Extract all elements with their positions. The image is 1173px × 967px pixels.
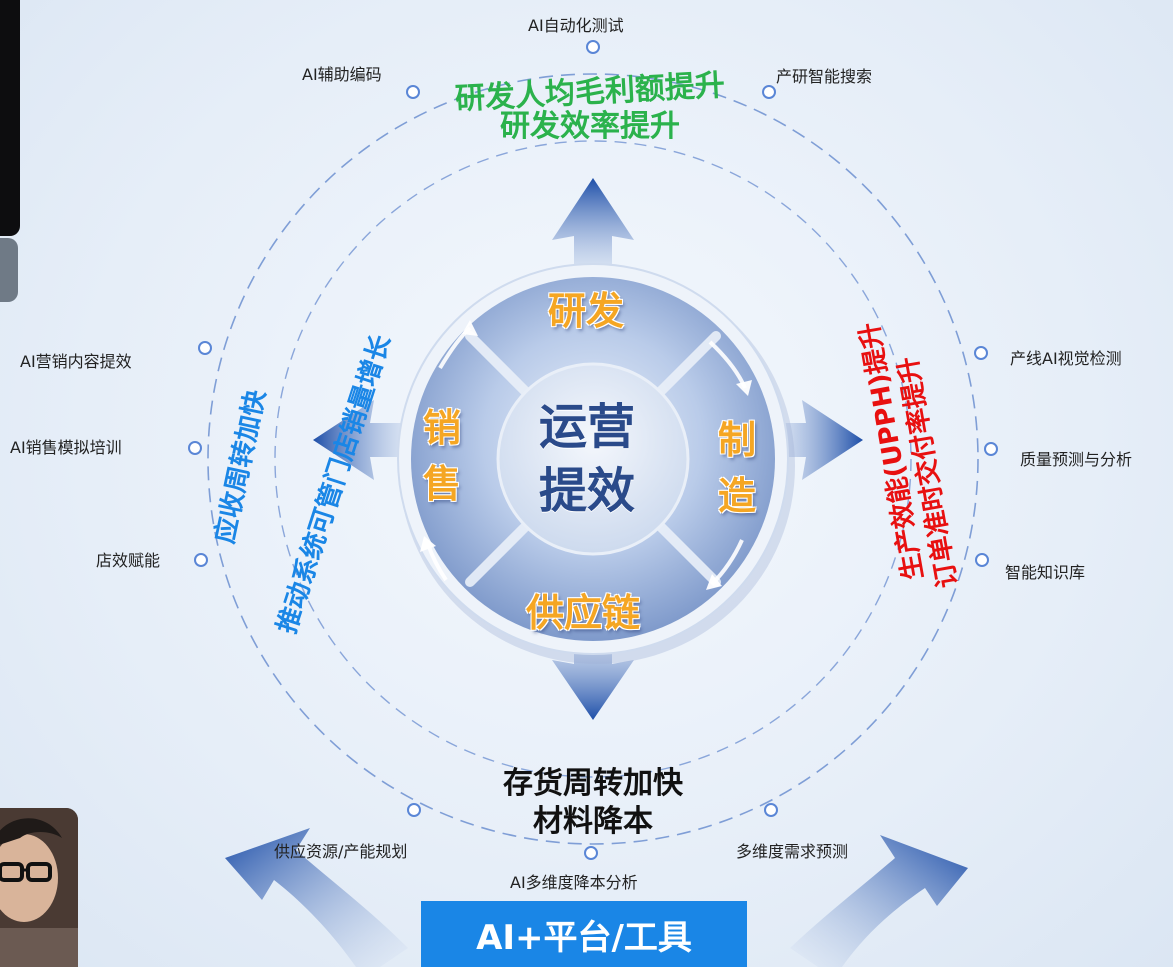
node-vision-label: 产线AI视觉检测 [1010,349,1122,368]
side-panel-tab [0,238,18,302]
segment-sales-1: 销 [422,406,461,450]
node-marker [764,803,778,817]
sweep-arrow-left [225,828,408,967]
outer-ring [207,73,979,845]
side-panel-dark [0,0,20,236]
node-ai-test-label: AI自动化测试 [528,16,624,35]
node-supply-plan-label: 供应资源/产能规划 [274,842,408,861]
segment-supply: 供应链 [526,591,641,635]
core-center [496,362,690,556]
center-title-line2: 提效 [538,463,635,519]
inner-ring [274,140,912,778]
supply-goal-line1: 存货周转加快 [503,766,683,801]
webcam-avatar [0,808,78,967]
segment-rd: 研发 [548,289,625,333]
node-marker [194,553,208,567]
node-cost-label: AI多维度降本分析 [510,873,638,892]
center-title-line1: 运营 [538,399,635,455]
node-marker [198,341,212,355]
arrow-right [760,400,863,480]
node-marker [584,846,598,860]
arrow-up [552,178,634,290]
rd-goal-line2: 研发效率提升 [500,109,680,144]
supply-goal-line2: 材料降本 [533,804,653,839]
node-demand-label: 多维度需求预测 [736,842,849,861]
node-marker [586,40,600,54]
node-quality-label: 质量预测与分析 [1020,450,1133,469]
node-marker [974,346,988,360]
node-ai-marketing-label: AI营销内容提效 [20,352,132,371]
node-store-label: 店效赋能 [96,551,161,570]
arrow-left [313,400,425,480]
center-title: 运营 提效 [487,395,687,523]
node-rd-search-label: 产研智能搜索 [776,67,873,86]
node-marker [188,441,202,455]
sweep-arrow-right [790,835,968,967]
node-knowledge-label: 智能知识库 [1005,563,1086,582]
platform-banner: AI+平台/工具 [421,901,747,967]
node-marker [975,553,989,567]
node-marker [984,442,998,456]
node-marker [407,803,421,817]
node-ai-sales-training-label: AI销售模拟培训 [10,438,122,457]
node-ai-coding-label: AI辅助编码 [302,65,382,84]
segment-mfg-1: 制 [717,418,756,462]
segment-sales-2: 售 [422,462,461,506]
person-icon [0,808,78,967]
platform-label: AI+平台/工具 [476,917,692,958]
node-marker [406,85,420,99]
arrow-down [552,610,634,720]
segment-mfg-2: 造 [717,474,756,518]
node-marker [762,85,776,99]
